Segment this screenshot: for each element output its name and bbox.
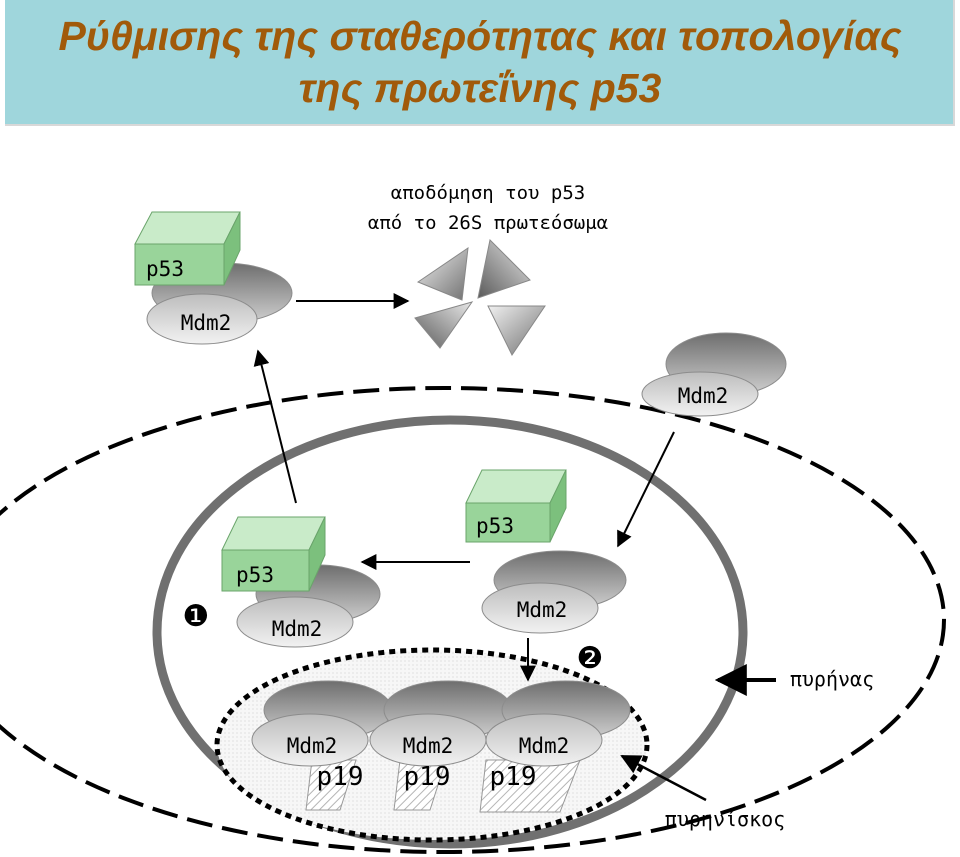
nuclear-mdm2: Mdm2 [481,550,627,634]
mdm2-shape-bottom [641,371,759,417]
mdm2-shape-bottom [146,293,258,345]
mdm2-label: Mdm2 [517,598,568,622]
p53-label: p53 [146,257,184,281]
proteasome-fragments [414,238,546,356]
nucleolus-complex-3: Mdm2 p19 [479,680,631,813]
title-banner: Ρύθμισης της σταθερότητας και τοπολογίας… [5,0,955,126]
arrow-nuclear-export [253,349,297,504]
mdm2-shape-bottom [481,582,599,634]
nucleolus-complex-1: Mdm2 p19 [251,680,393,811]
p53-box-front [465,502,551,543]
step-1-marker: ❶ [183,599,210,634]
degradation-label-line2: από το 26S πρωτεόσωμα [368,212,608,234]
proteasome-fragment-3 [414,301,474,349]
mdm2-label: Mdm2 [403,734,454,758]
proteasome-fragment-1 [416,246,469,301]
cytoplasm-complex: p53 Mdm2 [134,211,293,345]
mdm2-label: Mdm2 [272,617,323,641]
p19-label: p19 [490,762,537,792]
nuclear-complex: p53 Mdm2 [221,516,381,648]
p53-box-top [465,469,567,504]
nucleus-dashed-outline [0,386,946,854]
nucleolus-pointer-arrow [620,754,707,802]
free-mdm2: Mdm2 [641,332,787,417]
p19-label: p19 [317,762,364,792]
nucleus-membrane [152,415,748,849]
mdm2-shape-bottom [485,713,603,767]
mdm2-label: Mdm2 [287,734,338,758]
proteasome-fragment-4 [487,305,546,356]
mdm2-shape-bottom [251,713,369,767]
arrow-mdm2-import [617,431,675,548]
title-line-2: της πρωτεΐνης p53 [298,65,662,111]
mdm2-label: Mdm2 [519,734,570,758]
p53-box-front [134,243,225,286]
degradation-label-line1: αποδόμηση του p53 [391,182,585,204]
nucleus-label: πυρήνας [790,667,874,691]
nucleolus-label: πυρηνίσκος [665,807,785,831]
p53-label: p53 [476,514,514,538]
p53-label: p53 [236,563,274,587]
mdm2-shape-bottom [236,596,354,648]
proteasome-fragment-2 [477,238,531,299]
step-2-marker: ❷ [577,641,604,676]
p53-box-top [221,516,326,551]
nucleolus-complex-2: Mdm2 p19 [369,680,513,811]
p19-label: p19 [404,762,451,792]
nuclear-p53: p53 [465,469,567,543]
p53-box-top [134,211,241,245]
mdm2-label: Mdm2 [181,311,232,335]
mdm2-label: Mdm2 [678,384,729,408]
p53-box-front [221,549,310,592]
title-line-1: Ρύθμισης της σταθερότητας και τοπολογίας [58,13,902,59]
